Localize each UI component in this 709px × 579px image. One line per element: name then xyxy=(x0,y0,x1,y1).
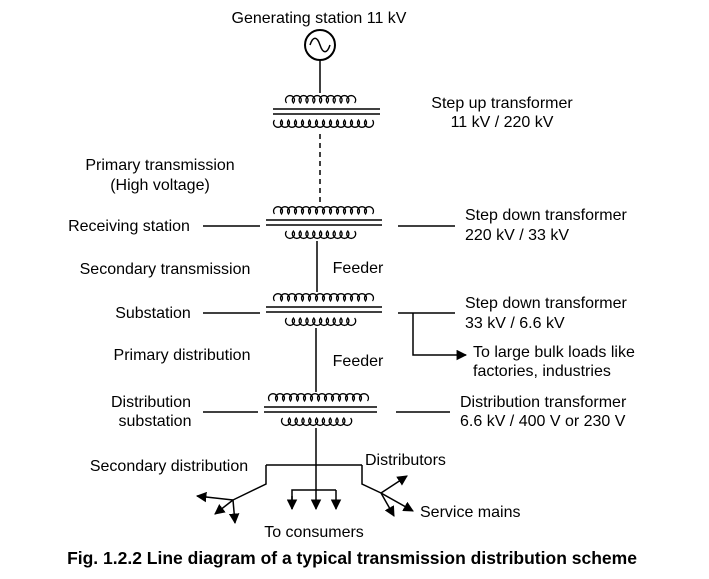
step-up-transformer xyxy=(272,94,380,128)
generator-symbol xyxy=(304,29,336,61)
generating-station-label: Generating station 11 kV xyxy=(232,10,407,27)
service-main-arrow xyxy=(380,492,414,512)
transformer-primary-coil xyxy=(272,293,375,303)
substation-transformer xyxy=(266,293,382,327)
to-consumers-label: To consumers xyxy=(264,524,364,541)
receiving-station-transformer xyxy=(266,206,382,240)
step-up-transformer-rating: 11 kV / 220 kV xyxy=(451,114,554,131)
distribution-transformer-name: Distribution transformer xyxy=(460,394,627,411)
service-main-arrow xyxy=(228,499,240,525)
distribution-substation-sublabel: substation xyxy=(119,413,192,430)
bulk-loads-label: To large bulk loads like xyxy=(473,344,635,361)
distribution-transformer xyxy=(264,393,377,427)
secondary-distribution-label: Secondary distribution xyxy=(90,458,248,475)
service-main-arrow xyxy=(380,475,408,494)
transformer-primary-coil xyxy=(267,393,370,403)
bulk-load-tap-arrow xyxy=(412,313,468,361)
substation-label: Substation xyxy=(115,305,191,322)
distributors-label: Distributors xyxy=(365,452,446,469)
bulk-loads-sublabel: factories, industries xyxy=(473,363,611,380)
feeder-label-1: Feeder xyxy=(333,260,384,277)
right-distributor xyxy=(361,465,382,494)
primary-distribution-label: Primary distribution xyxy=(114,347,251,364)
transformer-primary-coil xyxy=(284,94,357,104)
ac-wave-icon xyxy=(309,37,331,53)
feeder-label-2: Feeder xyxy=(333,353,384,370)
step-down-transformer-2-name: Step down transformer xyxy=(465,295,628,312)
centre-distributor xyxy=(291,465,317,509)
transformer-secondary-coil xyxy=(284,230,357,240)
transformer-secondary-coil xyxy=(280,417,353,427)
transformer-secondary-coil xyxy=(272,118,375,128)
secondary-transmission-label: Secondary transmission xyxy=(80,261,251,278)
distribution-substation-label: Distribution xyxy=(111,394,191,411)
primary-transmission-label: Primary transmission xyxy=(85,157,234,174)
step-down-transformer-1-name: Step down transformer xyxy=(465,207,628,224)
primary-transmission-sublabel: (High voltage) xyxy=(110,177,210,194)
secondary-distribution-network xyxy=(195,428,414,525)
step-down-transformer-2-rating: 33 kV / 6.6 kV xyxy=(465,315,565,332)
distribution-transformer-rating: 6.6 kV / 400 V or 230 V xyxy=(460,413,626,430)
receiving-station-label: Receiving station xyxy=(68,218,190,235)
transformer-secondary-coil xyxy=(284,317,357,327)
figure-caption: Fig. 1.2.2 Line diagram of a typical tra… xyxy=(67,548,637,568)
service-mains-label: Service mains xyxy=(420,504,520,521)
step-up-transformer-name: Step up transformer xyxy=(431,95,573,112)
service-main-arrow xyxy=(380,492,395,517)
step-down-transformer-1-rating: 220 kV / 33 kV xyxy=(465,227,569,244)
left-distributor xyxy=(232,465,267,501)
service-main-arrow xyxy=(214,499,234,515)
service-main-arrow xyxy=(195,491,234,503)
transformer-primary-coil xyxy=(272,206,375,216)
